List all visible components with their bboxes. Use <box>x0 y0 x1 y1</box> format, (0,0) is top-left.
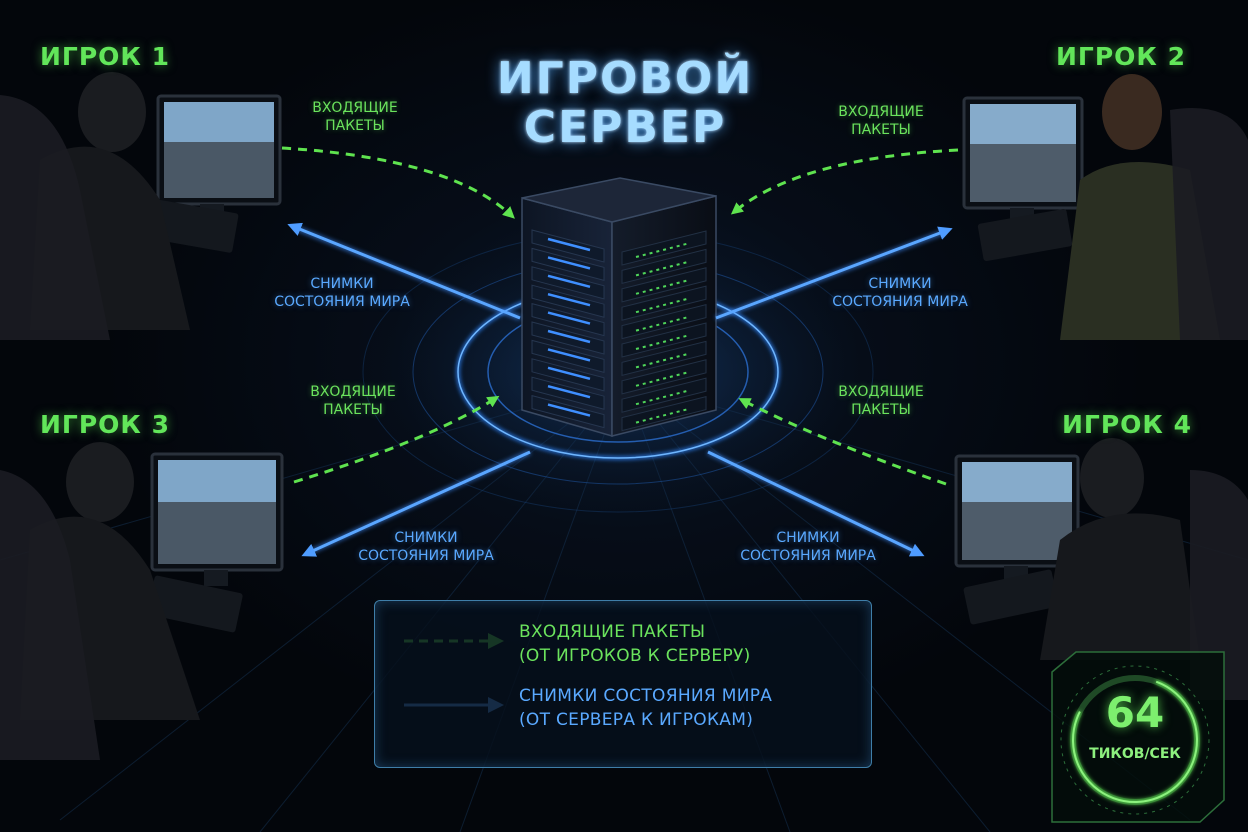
rack-led-green <box>635 260 691 277</box>
rack-led-green <box>635 352 691 369</box>
rack-unit <box>621 377 707 413</box>
rack-led-green <box>635 334 691 350</box>
rack-unit <box>531 376 605 410</box>
incoming-label-player-4: ВХОДЯЩИЕ ПАКЕТЫ <box>838 384 924 418</box>
rack-led-blue <box>547 366 591 381</box>
rack-unit <box>621 230 707 266</box>
rack-unit <box>621 285 707 321</box>
rack-led-blue <box>547 311 591 325</box>
outgoing-label-player-1: СНИМКИ СОСТОЯНИЯ МИРА <box>274 276 410 310</box>
rack-unit <box>531 284 605 318</box>
incoming-label-player-2: ВХОДЯЩИЕ ПАКЕТЫ <box>838 104 924 138</box>
rack-unit <box>621 359 707 395</box>
incoming-arrow-player-4 <box>738 398 947 486</box>
rack-unit <box>621 303 707 340</box>
legend-box: ВХОДЯЩИЕ ПАКЕТЫ (ОТ ИГРОКОВ К СЕРВЕРУ) С… <box>374 600 872 768</box>
rack-led-blue <box>547 384 591 399</box>
incoming-arrow-player-1 <box>281 146 515 219</box>
rack-unit <box>531 394 605 429</box>
outgoing-arrows <box>287 222 953 557</box>
outgoing-label-player-4: СНИМКИ СОСТОЯНИЯ МИРА <box>740 530 876 564</box>
outgoing-arrow-player-2 <box>715 226 953 320</box>
rack-unit <box>621 340 707 377</box>
server-rack <box>521 177 717 437</box>
player-4-station <box>954 438 1248 700</box>
rack-led-blue <box>547 292 591 307</box>
outgoing-arrow-player-4 <box>707 450 925 557</box>
rack-led-green <box>635 278 691 295</box>
rack-led-blue <box>547 329 591 344</box>
rack-unit <box>621 267 707 303</box>
incoming-label-player-3: ВХОДЯЩИЕ ПАКЕТЫ <box>310 384 396 418</box>
player-1-station <box>0 72 282 340</box>
diagram-title: ИГРОВОЙ СЕРВЕР <box>496 53 754 154</box>
player-4-title: ИГРОК 4 <box>1062 410 1192 439</box>
rack-led-green <box>635 407 691 424</box>
rack-led-green <box>635 315 691 332</box>
tick-gauge-graphic <box>1051 651 1225 823</box>
incoming-label-player-1: ВХОДЯЩИЕ ПАКЕТЫ <box>312 100 398 134</box>
rack-unit <box>531 358 605 392</box>
incoming-arrow-player-2 <box>730 148 959 215</box>
rack-unit <box>531 229 605 263</box>
legend-outgoing-text: СНИМКИ СОСТОЯНИЯ МИРА (ОТ СЕРВЕРА К ИГРО… <box>519 686 773 730</box>
player-2-station <box>962 74 1248 340</box>
outgoing-label-player-3: СНИМКИ СОСТОЯНИЯ МИРА <box>358 530 494 564</box>
outgoing-label-player-2: СНИМКИ СОСТОЯНИЯ МИРА <box>832 276 968 310</box>
rack-led-green <box>635 297 691 314</box>
player-3-station <box>0 442 284 760</box>
rack-unit <box>621 248 707 285</box>
rack-unit <box>621 395 707 432</box>
tick-rate-unit: ТИКОВ/СЕК <box>1089 746 1181 762</box>
incoming-arrow-player-3 <box>293 395 500 484</box>
outgoing-arrow-player-1 <box>287 222 521 320</box>
rack-led-blue <box>547 237 591 252</box>
rack-led-green <box>635 370 691 387</box>
rack-unit <box>621 322 707 358</box>
tick-rate-badge: 64 ТИКОВ/СЕК <box>1046 650 1224 822</box>
rack-unit <box>531 339 605 374</box>
rack-led-blue <box>547 256 591 270</box>
rack-unit <box>531 321 605 355</box>
rack-led-blue <box>547 348 591 362</box>
rack-led-green <box>635 389 691 406</box>
rack-led-green <box>635 242 691 258</box>
rack-led-blue <box>547 274 591 289</box>
rack-unit <box>531 247 605 282</box>
player-2-title: ИГРОК 2 <box>1056 42 1186 71</box>
player-3-title: ИГРОК 3 <box>40 410 170 439</box>
player-1-title: ИГРОК 1 <box>40 42 170 71</box>
incoming-arrows <box>281 146 959 486</box>
rack-led-blue <box>547 403 591 417</box>
outgoing-arrow-player-3 <box>301 450 531 557</box>
rack-unit <box>531 302 605 337</box>
legend-incoming-text: ВХОДЯЩИЕ ПАКЕТЫ (ОТ ИГРОКОВ К СЕРВЕРУ) <box>519 622 751 666</box>
tick-rate-value: 64 <box>1105 688 1165 737</box>
rack-unit <box>531 266 605 300</box>
